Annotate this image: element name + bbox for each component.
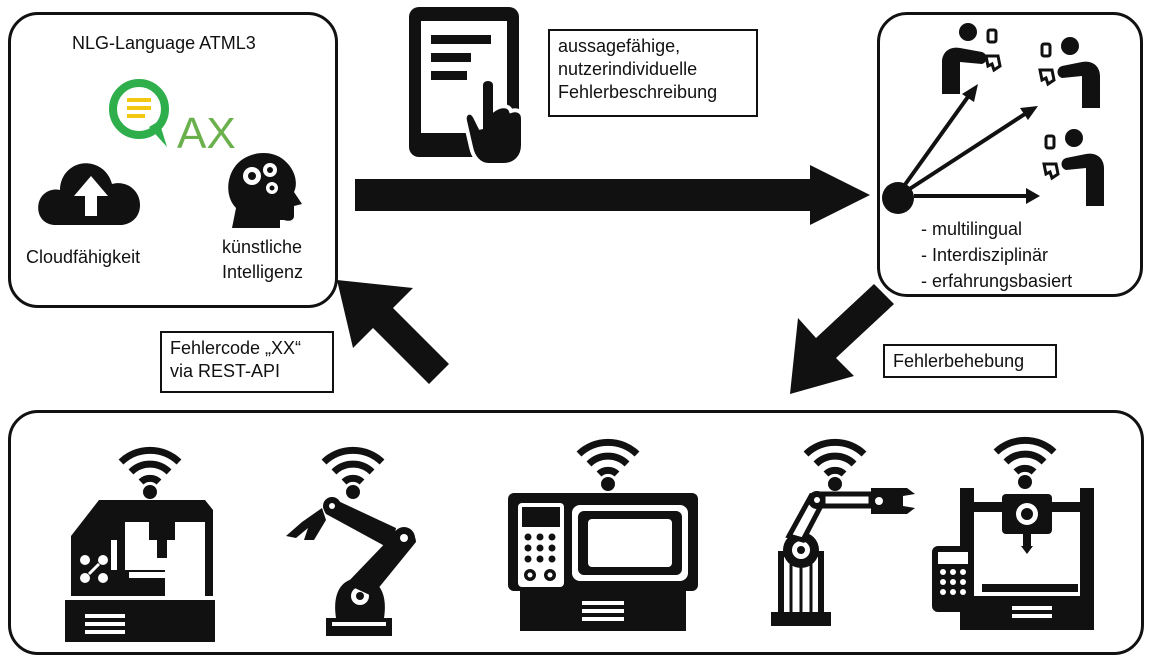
errorcode-label: Fehlercode „XX“ via REST-API — [160, 331, 334, 393]
wifi-icon — [803, 438, 867, 491]
wifi-icon — [118, 446, 182, 499]
feature-multilingual: - multilingual — [921, 219, 1023, 239]
errorcode-line1: Fehlercode „XX“ — [170, 338, 302, 358]
errorcode-line2: via REST-API — [170, 361, 281, 381]
3d-printer-icon — [932, 488, 1094, 630]
industrial-robot-icon — [771, 488, 915, 626]
ai-head-icon — [228, 153, 302, 228]
description-line3: Fehlerbeschreibung — [558, 82, 718, 102]
ai-label-line1: künstliche — [222, 237, 303, 257]
technician-icon — [1042, 129, 1104, 206]
description-line2: nutzerindividuelle — [558, 59, 698, 79]
wifi-icon — [993, 436, 1057, 489]
cnc-lathe-icon — [508, 493, 698, 631]
distribution-arrows — [882, 84, 1040, 214]
cnc-mill-icon — [65, 500, 215, 642]
arrow-up-left-icon — [337, 280, 449, 384]
cloud-upload-icon — [38, 163, 140, 225]
wifi-icon — [576, 438, 640, 491]
wifi-icon — [321, 446, 385, 499]
ax-text: AX — [177, 109, 236, 158]
repair-label: Fehlerbehebung — [883, 344, 1057, 378]
technician-icon — [1038, 37, 1100, 108]
technician-icon — [942, 23, 1002, 94]
arrow-down-left-icon — [790, 284, 894, 394]
feature-interdisciplinary: - Interdisziplinär — [921, 245, 1049, 265]
feature-experience-based: - erfahrungsbasiert — [921, 271, 1073, 291]
robot-arm-icon — [286, 497, 416, 636]
chat-bubble-icon — [109, 79, 169, 147]
ai-label-line2: Intelligenz — [222, 262, 304, 282]
description-line1: aussagefähige, — [558, 36, 681, 56]
experts-box — [877, 12, 1143, 297]
description-label: aussagefähige, nutzerindividuelle Fehler… — [548, 29, 758, 117]
tablet-touch-icon — [409, 7, 525, 167]
arrow-right-icon — [355, 165, 870, 225]
nlg-title: NLG-Language ATML3 — [72, 33, 256, 53]
cloud-label: Cloudfähigkeit — [26, 247, 141, 267]
